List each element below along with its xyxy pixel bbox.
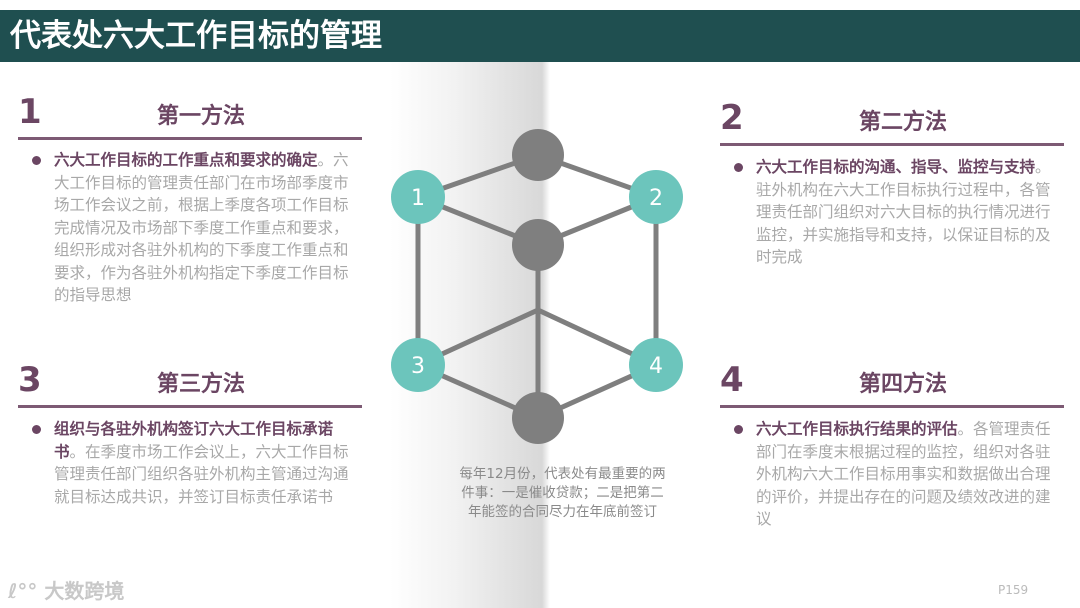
node-label: 1 — [411, 186, 425, 211]
teal-node-2 — [629, 170, 683, 224]
section-number: 4 — [720, 360, 744, 400]
section-text: 。在季度市场工作会议上，六大工作目标管理责任部门组织各驻外机构主管通过沟通就目标… — [54, 442, 349, 506]
section-title: 第四方法 — [858, 372, 947, 397]
section-heading: 六大工作目标的工作重点和要求的确定 — [54, 151, 318, 169]
section-number: 2 — [720, 98, 744, 138]
teal-node-1 — [391, 170, 445, 224]
gray-node — [512, 392, 564, 444]
section-heading: 六大工作目标执行结果的评估 — [756, 420, 958, 438]
section-text: 。六大工作目标的管理责任部门在市场部季度市场工作会议之前，根据上季度各项工作目标… — [54, 151, 349, 304]
bullet-icon — [734, 163, 743, 172]
section-title: 第三方法 — [156, 372, 245, 397]
node-label: 3 — [411, 354, 425, 379]
teal-node-3 — [391, 338, 445, 392]
gray-node — [512, 219, 564, 271]
watermark-logo: ℓ°° 大数跨境 — [8, 579, 125, 603]
bullet-icon — [734, 425, 743, 434]
section-number: 3 — [18, 360, 42, 400]
section-text: 。各管理责任部门在季度末根据过程的监控，组织对各驻外机构六大工作目标用事实和数据… — [756, 420, 1051, 528]
section-heading: 组织与各驻外机构签订六大工作目标承诺书 — [54, 420, 334, 461]
divider — [720, 143, 1064, 146]
page-number: P159 — [998, 583, 1029, 597]
divider — [18, 405, 362, 408]
divider — [720, 405, 1064, 408]
node-label: 2 — [649, 186, 663, 211]
divider — [18, 137, 362, 140]
section-title: 第二方法 — [858, 110, 947, 135]
node-label: 4 — [649, 354, 663, 379]
title-bar: 代表处六大工作目标的管理 — [0, 10, 1080, 62]
gray-node — [512, 129, 564, 181]
teal-node-4 — [629, 338, 683, 392]
section-heading: 六大工作目标的沟通、指导、监控与支持 — [756, 158, 1036, 176]
note-text: 每年12月份，代表处有最重要的两件事：一是催收贷款；二是把第二年能签的合同尽力在… — [459, 466, 666, 520]
bullet-icon — [32, 156, 41, 165]
page-title: 代表处六大工作目标的管理 — [10, 18, 382, 54]
section-text: 。驻外机构在六大工作目标执行过程中，各管理责任部门组织对六大目标的执行情况进行监… — [756, 158, 1051, 266]
bullet-icon — [32, 425, 41, 434]
section-number: 1 — [18, 92, 42, 132]
section-title: 第一方法 — [156, 104, 245, 129]
